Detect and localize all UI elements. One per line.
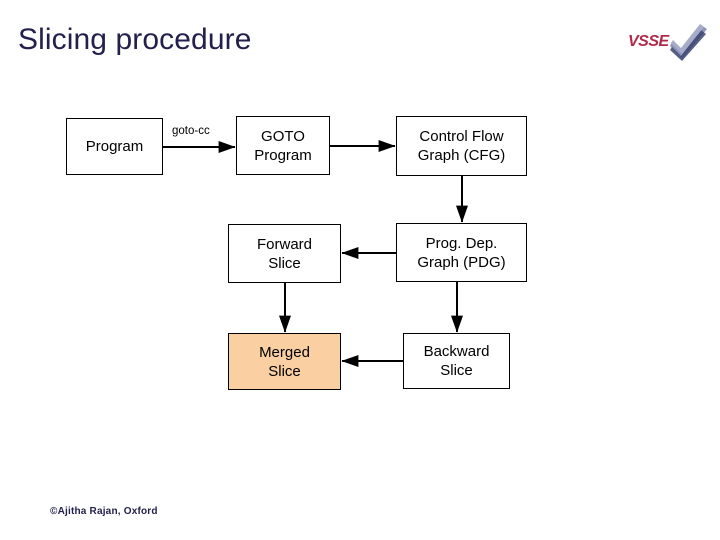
- node-forward-slice-label: Forward Slice: [256, 235, 312, 272]
- checkmark-icon: [670, 24, 707, 61]
- node-control-flow-graph[interactable]: Control Flow Graph (CFG): [396, 116, 527, 176]
- page-title: Slicing procedure: [18, 23, 252, 56]
- vsse-logo: VSSE: [628, 22, 707, 64]
- node-program-label: Program: [85, 138, 144, 155]
- node-backward-slice-label: Backward Slice: [423, 343, 490, 379]
- node-goto-program[interactable]: GOTO Program: [236, 116, 330, 175]
- node-forward-slice[interactable]: Forward Slice: [228, 224, 341, 283]
- node-prog-dep-graph[interactable]: Prog. Dep. Graph (PDG): [396, 223, 527, 282]
- node-prog-dep-graph-label: Prog. Dep. Graph (PDG): [417, 234, 506, 271]
- node-backward-slice[interactable]: Backward Slice: [403, 333, 510, 389]
- copyright-footer: ©Ajitha Rajan, Oxford: [50, 506, 158, 517]
- node-merged-slice-label: Merged Slice: [259, 343, 310, 380]
- node-program[interactable]: Program: [66, 118, 163, 175]
- logo-wordmark: VSSE: [628, 33, 669, 50]
- node-goto-program-label: GOTO Program: [254, 127, 312, 164]
- node-control-flow-graph-label: Control Flow Graph (CFG): [417, 128, 506, 164]
- node-merged-slice[interactable]: Merged Slice: [228, 333, 341, 390]
- edge-label-goto-cc: goto-cc: [172, 125, 210, 137]
